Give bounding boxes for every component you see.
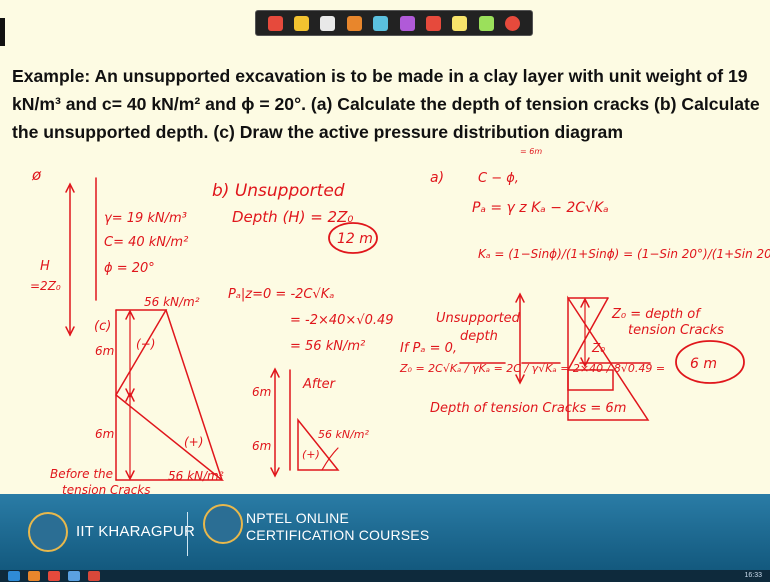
diagram2-plus: (+) [302,448,320,461]
cohesion-note: C= 40 kN/m² [104,235,188,250]
diagram1-pressure-outline [115,309,225,481]
color-tool-icon[interactable] [426,15,442,31]
z0-definition-2: tension Cracks [628,323,724,338]
diagram2-arrowheads [270,367,280,478]
select-tool-icon[interactable] [478,15,494,31]
heading-marker: = 6m [520,147,542,156]
marker-tool-icon[interactable] [346,15,362,31]
question-line-2: kN/m³ and c= 40 kN/m² and ϕ = 20°. (a) C… [12,94,760,114]
highlighter-tool-icon[interactable] [294,15,310,31]
shape-tool-icon[interactable] [399,15,415,31]
unsupported-label-2: depth [460,329,498,344]
example-question: Example: An unsupported excavation is to… [12,62,764,146]
footer-divider [187,512,188,556]
part-b-answer: 12 m [337,231,373,247]
line-tool-icon[interactable] [373,15,389,31]
folder-icon[interactable] [68,571,80,581]
pa-equation: Pₐ = γ z Kₐ − 2C√Kₐ [472,200,609,216]
browser-icon[interactable] [28,571,40,581]
course-footer: IIT KHARAGPUR NPTEL ONLINE CERTIFICATION… [0,494,770,570]
diagram1-diagonal [165,309,223,481]
after-label: After [302,377,337,392]
part-c-label: (c) [94,319,111,334]
z0-answer: 6 m [690,356,717,372]
diagram1-caption-1: Before the [50,467,113,481]
z0-small-label: Z₀ [591,341,605,355]
annotation-toolbar [255,10,533,36]
tension-depth-result: Depth of tension Cracks = 6m [430,401,626,416]
diagram2-triangle [297,417,340,471]
diagram2-depth-top: 6m [252,385,271,399]
answer-6m-circle [675,340,745,384]
pen-tool-icon[interactable] [267,15,283,31]
unsupported-arrowheads [515,292,525,385]
crossed-label: ø [31,166,42,184]
c-phi-note: C − ϕ, [478,171,519,186]
diagram2-value: 56 kN/m² [318,428,370,441]
clock: 16:33 [744,572,762,579]
h-label: H [40,259,50,274]
institute-name: IIT KHARAGPUR [76,523,196,540]
start-icon[interactable] [8,571,20,581]
right-upper-diagonal [567,297,609,371]
pressure-eq-1: Pₐ|z=0 = -2C√Kₐ [228,287,334,302]
diagram1-bottom-value: 56 kN/m² [168,469,224,483]
unsupported-label-1: Unsupported [436,311,521,326]
part-b-title: b) Unsupported [212,181,345,201]
pressure-eq-3: = 56 kN/m² [290,339,365,354]
close-tool-icon[interactable] [505,15,521,31]
window-edge [0,18,5,46]
media-icon[interactable] [48,571,60,581]
h-value: =2Z₀ [30,279,61,293]
part-b-equation: Depth (H) = 2Z₀ [232,208,353,226]
right-mid-box [567,369,614,391]
unit-weight-note: γ= 19 kN/m³ [104,211,187,226]
z0-equation: Z₀ = 2C√Kₐ / γKₐ = 2C / γ√Kₐ = 2×40 / 8√… [399,362,665,375]
nptel-logo [203,504,243,544]
diagram1-caption-2: tension Cracks [62,483,151,497]
question-line-3: the unsupported depth. (c) Draw the acti… [12,122,623,142]
z0-arrowheads [580,297,590,368]
diagram1-depth-top: 6m [95,344,114,358]
diagram1-minus: (−) [136,337,155,351]
z0-definition: Z₀ = depth of [611,307,702,322]
diagram1-depth-bottom: 6m [95,427,114,441]
eraser-tool-icon[interactable] [320,15,336,31]
text-tool-icon[interactable] [452,15,468,31]
friction-angle-note: ϕ = 20° [104,261,155,276]
diagram2-depth-bottom: 6m [252,439,271,453]
diagram2-angle-mark [321,447,339,471]
question-line-1: Example: An unsupported excavation is to… [12,66,748,86]
h-arrowheads [65,182,75,337]
part-a-label: a) [430,170,444,186]
diagram1-plus: (+) [184,435,203,449]
diagram1-top-value: 56 kN/m² [144,295,200,309]
os-taskbar: 16:33 [0,570,770,582]
pressure-eq-2: = -2×40×√0.49 [290,313,394,328]
ka-equation: Kₐ = (1−Sinϕ)/(1+Sinϕ) = (1−Sin 20°)/(1+… [478,247,770,261]
iit-kharagpur-logo [28,512,68,552]
course-line-2: CERTIFICATION COURSES [246,527,430,543]
diagram1-arrowheads [125,309,135,481]
pdf-icon[interactable] [88,571,100,581]
answer-12m-circle [328,222,378,254]
right-pressure-triangle [567,295,650,421]
zero-condition: If Pₐ = 0, [400,341,457,356]
course-line-1: NPTEL ONLINE [246,510,350,526]
